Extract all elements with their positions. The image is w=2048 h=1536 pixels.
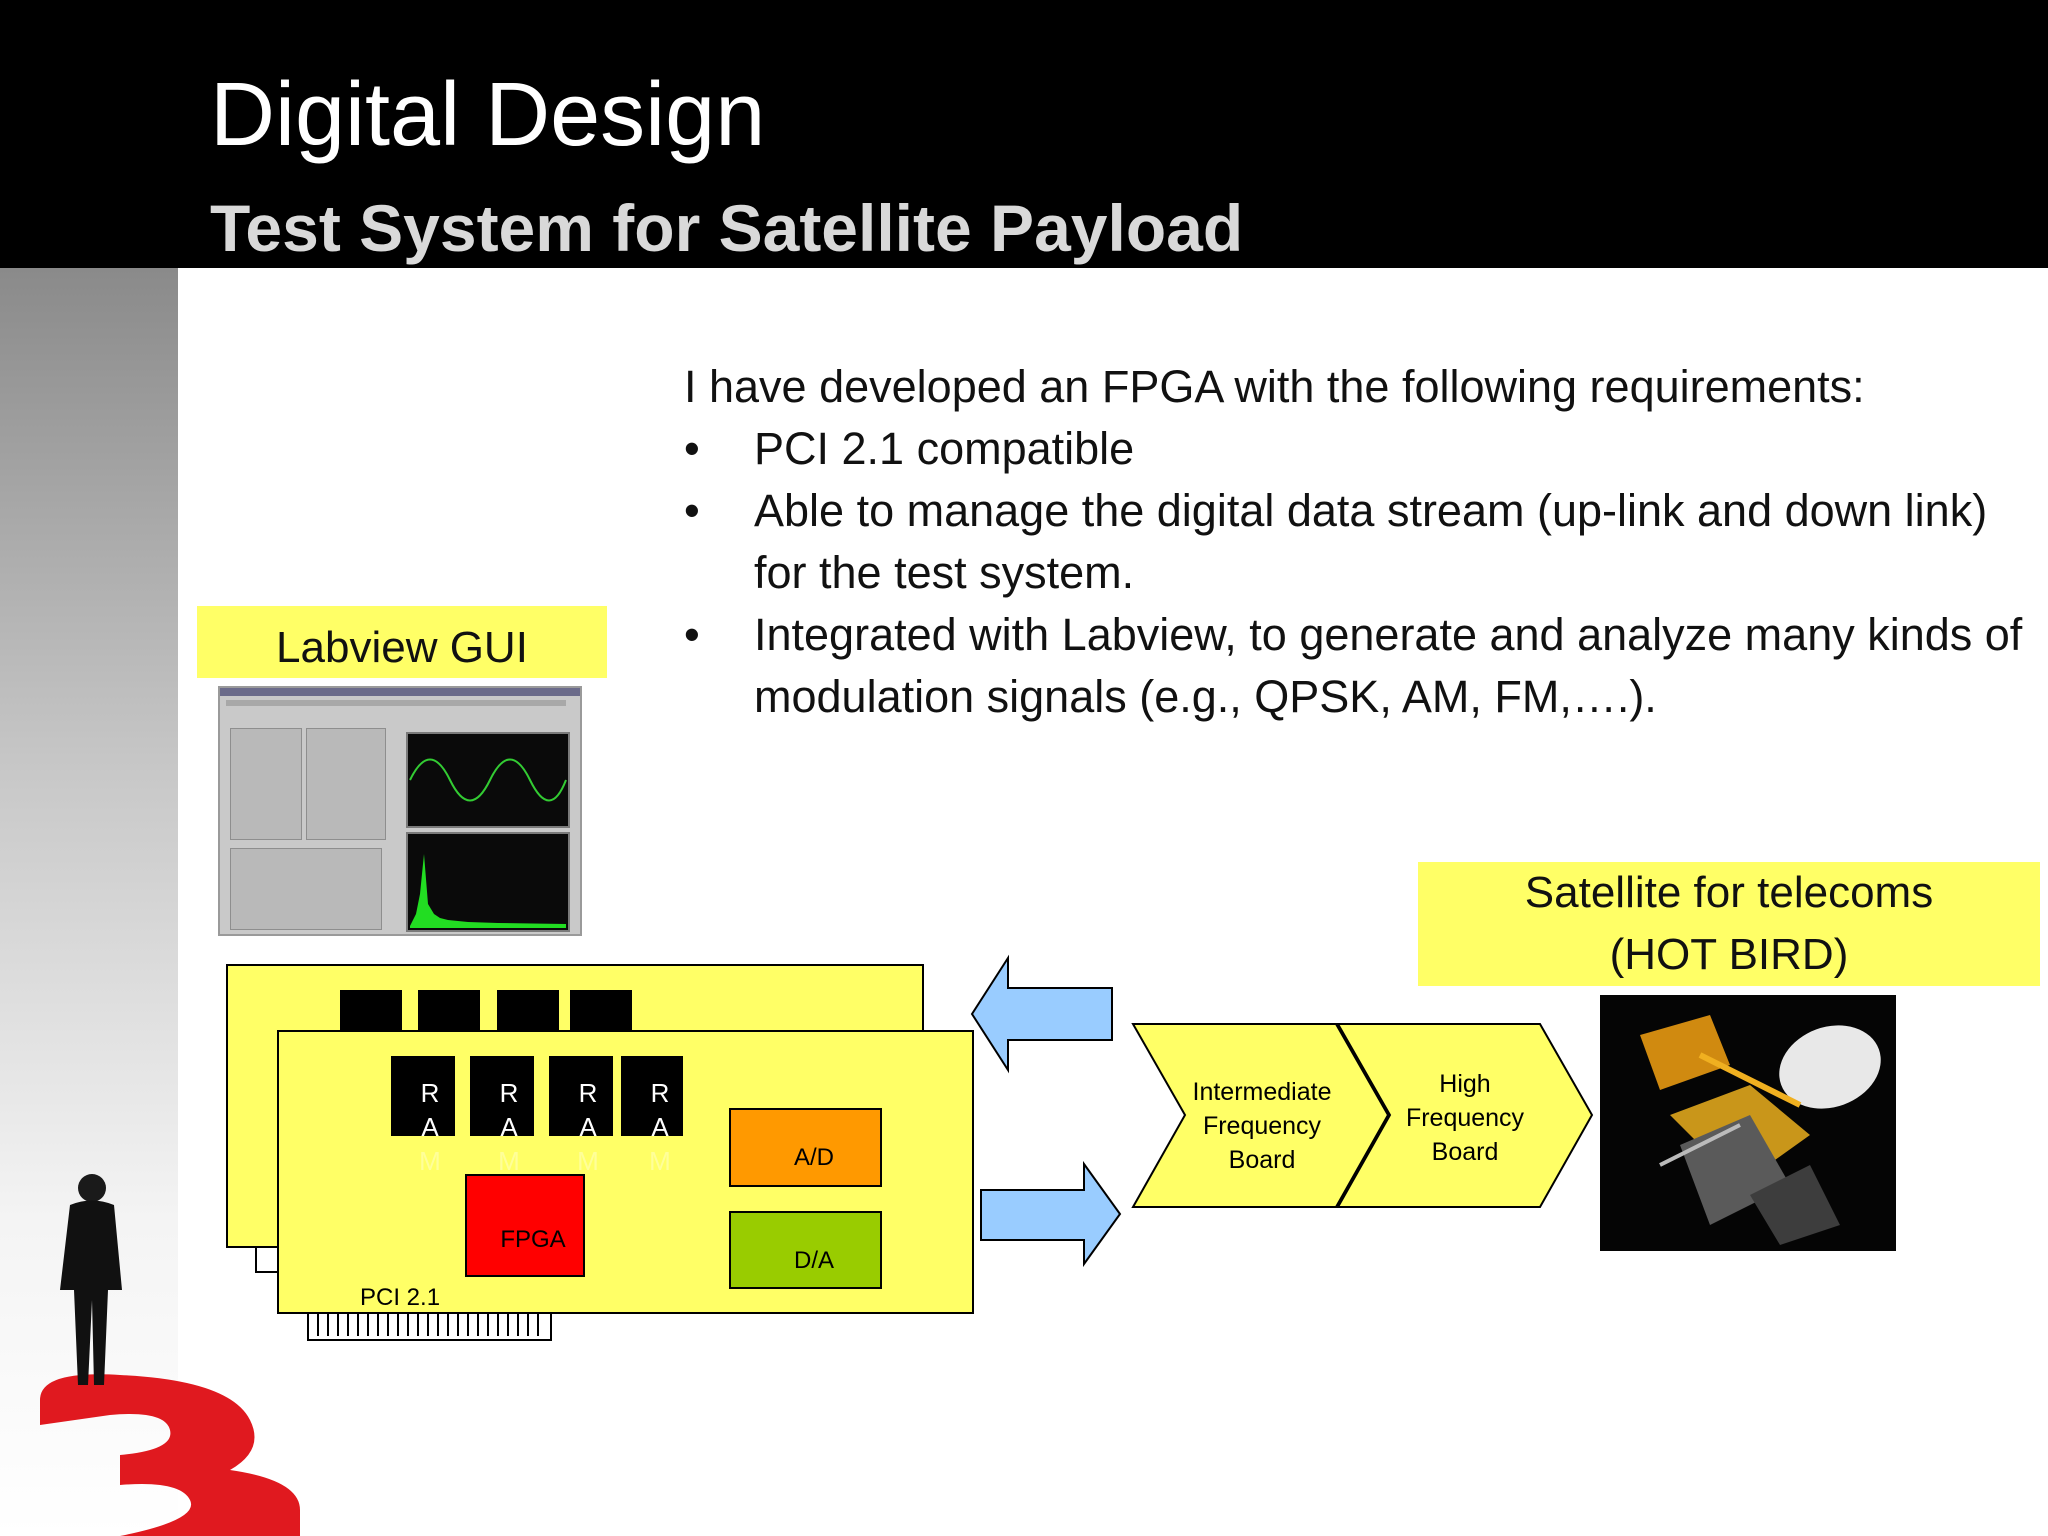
arrow-right-icon <box>980 1160 1122 1268</box>
ram-letter: A <box>500 1112 518 1142</box>
gui-spectrum-scope <box>406 832 570 932</box>
bullet-text: Able to manage the digital data stream (… <box>754 485 1988 598</box>
satellite-label-line1: Satellite for telecoms <box>1524 868 1934 917</box>
page-subtitle: Test System for Satellite Payload <box>210 191 1244 265</box>
bullet-text: Integrated with Labview, to generate and… <box>754 609 2023 722</box>
pci-label: PCI 2.1 <box>360 1284 440 1311</box>
header-bar <box>0 0 2048 268</box>
hf-board-line: High <box>1439 1070 1490 1098</box>
requirements-list: • PCI 2.1 compatible • Able to manage the … <box>684 418 2024 728</box>
ram-letter: M <box>498 1146 520 1176</box>
spectrum-icon <box>410 854 566 928</box>
fpga-chip: FPGA <box>465 1174 585 1277</box>
gui-sine-scope <box>406 732 570 828</box>
ram-letter: R <box>421 1078 440 1108</box>
labview-screenshot-icon <box>218 686 582 936</box>
hf-board-line: Frequency <box>1406 1104 1525 1132</box>
da-converter: D/A <box>729 1211 882 1289</box>
ram-letter: R <box>579 1078 598 1108</box>
arrow-left-icon <box>970 954 1113 1074</box>
ram-letter: M <box>577 1146 599 1176</box>
ram-letter: M <box>419 1146 441 1176</box>
satellite-label: Satellite for telecoms (HOT BIRD) <box>1418 862 2040 986</box>
gui-controls-panel <box>230 728 302 840</box>
ram-letter: A <box>651 1112 669 1142</box>
da-label: D/A <box>794 1247 834 1274</box>
ram-letter: A <box>421 1112 439 1142</box>
ad-converter: A/D <box>729 1108 882 1187</box>
if-board-chevron: Intermediate Frequency Board <box>1131 1023 1390 1208</box>
red-number-3-podium-icon <box>40 1374 300 1536</box>
bullet-dot: • <box>684 609 700 660</box>
page-title: Digital Design <box>210 65 766 165</box>
gui-controls-panel <box>230 848 382 930</box>
satellite-photo-icon <box>1600 995 1896 1251</box>
gui-menubar <box>226 700 566 706</box>
ram-letter: R <box>500 1078 519 1108</box>
hf-board-chevron: High Frequency Board <box>1336 1023 1594 1208</box>
bullet-dot: • <box>684 423 700 474</box>
gui-controls-panel <box>306 728 386 840</box>
ram-letter: A <box>579 1112 597 1142</box>
ram-chip: R A M <box>391 1056 455 1176</box>
gui-titlebar <box>220 688 580 696</box>
fpga-label: FPGA <box>500 1226 565 1253</box>
bullet-text: PCI 2.1 compatible <box>754 423 1135 474</box>
ram-letter: R <box>651 1078 670 1108</box>
ram-chip: R A M <box>549 1056 613 1176</box>
list-item: • Able to manage the digital data stream … <box>684 480 2024 604</box>
businessman-figure-icon <box>60 1174 122 1385</box>
pci-board-front: R A M R A M R A M R A M FPGA A/D <box>277 1030 974 1341</box>
ram-chip: R A M <box>470 1056 534 1176</box>
sine-wave-icon <box>409 758 567 802</box>
if-board-line: Intermediate <box>1193 1078 1332 1106</box>
bullet-dot: • <box>684 485 700 536</box>
ad-label: A/D <box>794 1144 834 1171</box>
list-item: • PCI 2.1 compatible <box>684 418 2024 480</box>
if-board-line: Board <box>1229 1146 1296 1174</box>
if-board-line: Frequency <box>1203 1112 1322 1140</box>
satellite-label-line2: (HOT BIRD) <box>1609 930 1849 979</box>
labview-gui-label: Labview GUI <box>197 606 607 678</box>
ram-chip: R A M <box>621 1056 683 1176</box>
list-item: • Integrated with Labview, to generate an… <box>684 604 2024 728</box>
hf-board-line: Board <box>1432 1138 1499 1166</box>
intro-text: I have developed an FPGA with the follow… <box>684 361 1865 412</box>
satellite-icon <box>1640 1015 1881 1245</box>
ram-letter: M <box>649 1146 671 1176</box>
